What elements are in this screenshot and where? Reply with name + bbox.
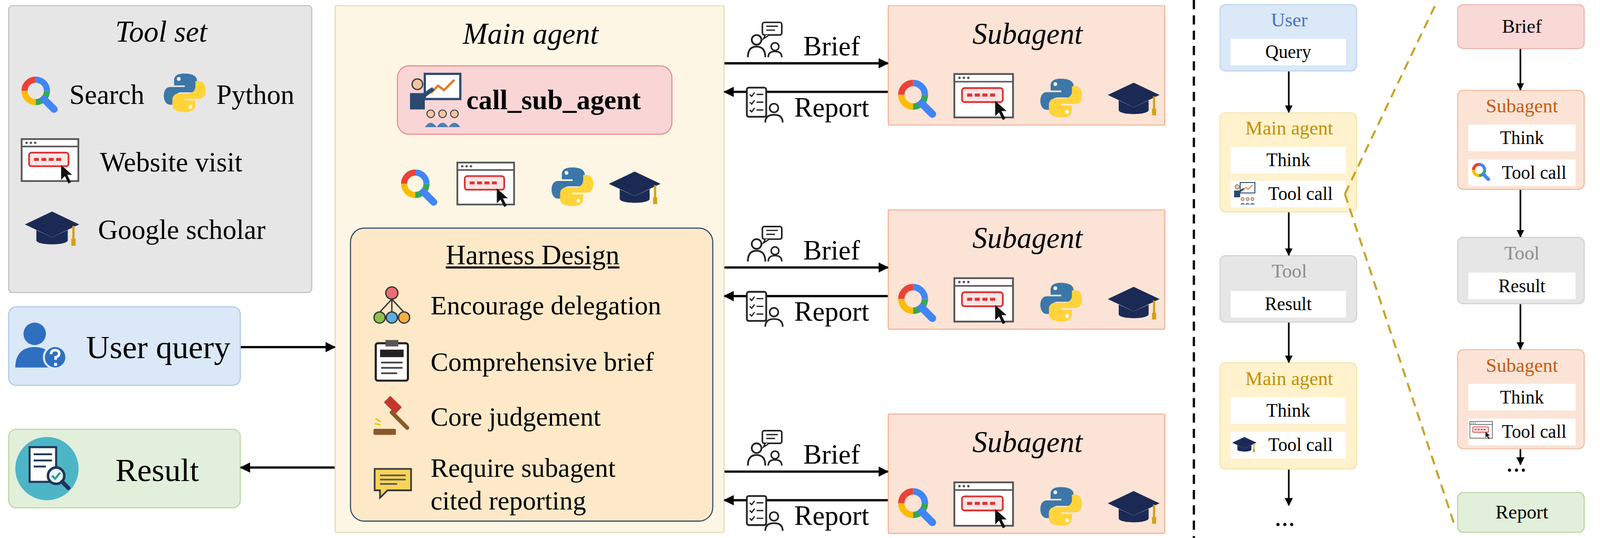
step-box: Main agentThinkTool call [1219, 362, 1358, 470]
step-text: Query [1230, 39, 1347, 66]
ellipsis-label: ... [1506, 446, 1527, 480]
node-title: User [1220, 8, 1359, 32]
step-box: ToolResult [1456, 236, 1585, 305]
node-text: Encourage delegation [430, 290, 712, 323]
step-text: Result [1468, 272, 1576, 300]
node-title: Subagent [888, 424, 1167, 460]
flow-arrow [724, 470, 888, 473]
flow-arrow [1288, 322, 1290, 363]
node-title: Subagent [1458, 94, 1586, 118]
zoom-line [1345, 194, 1455, 525]
step-text: Think [1468, 384, 1576, 411]
step-text: Tool call [1230, 432, 1347, 459]
step-box: UserQuery [1219, 4, 1358, 72]
edge-label: Report [770, 90, 893, 124]
step-text: Tool call [1468, 159, 1576, 186]
node-title: Harness Design [350, 239, 714, 272]
brief-icon [747, 22, 782, 57]
harness-box: Harness DesignEncourage delegationCompre… [349, 227, 713, 522]
node-title: Subagent [1458, 354, 1586, 378]
input-box: User query [7, 306, 241, 387]
node-title: Tool [1458, 242, 1586, 265]
node-title: Main agent [1220, 117, 1359, 141]
node-text: Comprehensive brief [430, 346, 712, 379]
flow-arrow [1519, 49, 1522, 90]
edge-label: Report [770, 499, 893, 532]
flow-arrow [724, 266, 888, 269]
flow-arrow [1519, 304, 1522, 350]
tool-label: Search [69, 78, 145, 112]
tool-label: Website visit [99, 146, 243, 179]
step-text: Tool call [1230, 181, 1347, 208]
divider-line [1192, 0, 1195, 538]
step-text: Think [1230, 147, 1347, 174]
zoom-line [1345, 2, 1437, 195]
tool-label: Python [216, 78, 295, 112]
node-title: User query [74, 327, 242, 367]
subagent-panel: Subagent [887, 209, 1166, 330]
flow-arrow [240, 466, 335, 469]
node-text: Core judgement [430, 401, 712, 435]
edge-label: Report [770, 294, 893, 328]
tool-label: Google scholar [98, 213, 266, 247]
node-title: Main agent [1220, 367, 1359, 391]
node-title: Subagent [888, 220, 1167, 256]
ellipsis-label: ... [1274, 500, 1295, 533]
step-box: Brief [1456, 4, 1585, 50]
edge-label: Brief [770, 233, 893, 267]
flow-arrow [1519, 189, 1522, 237]
step-text: Tool call [1468, 418, 1576, 446]
step-text: Result [1230, 291, 1347, 318]
step-box: SubagentThinkTool call [1456, 349, 1585, 450]
step-box: Main agentThinkTool call [1219, 112, 1358, 213]
step-box: Report [1456, 492, 1585, 533]
report-icon [746, 496, 783, 531]
node-title: Tool [1220, 260, 1359, 284]
flow-arrow [1288, 71, 1290, 112]
flow-arrow [1288, 469, 1290, 506]
output-box: Result [7, 429, 241, 509]
step-box: ToolResult [1219, 255, 1358, 323]
step-box: SubagentThinkTool call [1456, 89, 1585, 190]
node-title: Subagent [888, 16, 1167, 52]
agent-panel: Main agent call_sub_agentHarness DesignEn… [334, 5, 725, 534]
flow-arrow [240, 346, 335, 349]
step-text: Think [1230, 397, 1347, 424]
node-title: Main agent [335, 16, 726, 52]
subagent-panel: Subagent [887, 5, 1166, 126]
node-title: Report [1458, 501, 1586, 525]
edge-label: Brief [770, 29, 893, 63]
flow-arrow [724, 62, 888, 65]
node-title: call_sub_agent [466, 83, 671, 117]
flow-arrow [1288, 212, 1290, 256]
report-icon [746, 291, 783, 327]
node-title: Result [80, 450, 234, 490]
step-text: Think [1468, 124, 1576, 151]
node-text: Require subagent cited reporting [430, 452, 651, 518]
tool-box: call_sub_agent [396, 65, 673, 136]
report-icon [746, 87, 783, 123]
subagent-panel: Subagent [887, 413, 1166, 535]
edge-label: Brief [770, 437, 893, 471]
brief-icon [747, 226, 782, 262]
brief-icon [747, 431, 782, 466]
node-title: Tool set [8, 14, 313, 50]
node-title: Brief [1458, 15, 1586, 38]
